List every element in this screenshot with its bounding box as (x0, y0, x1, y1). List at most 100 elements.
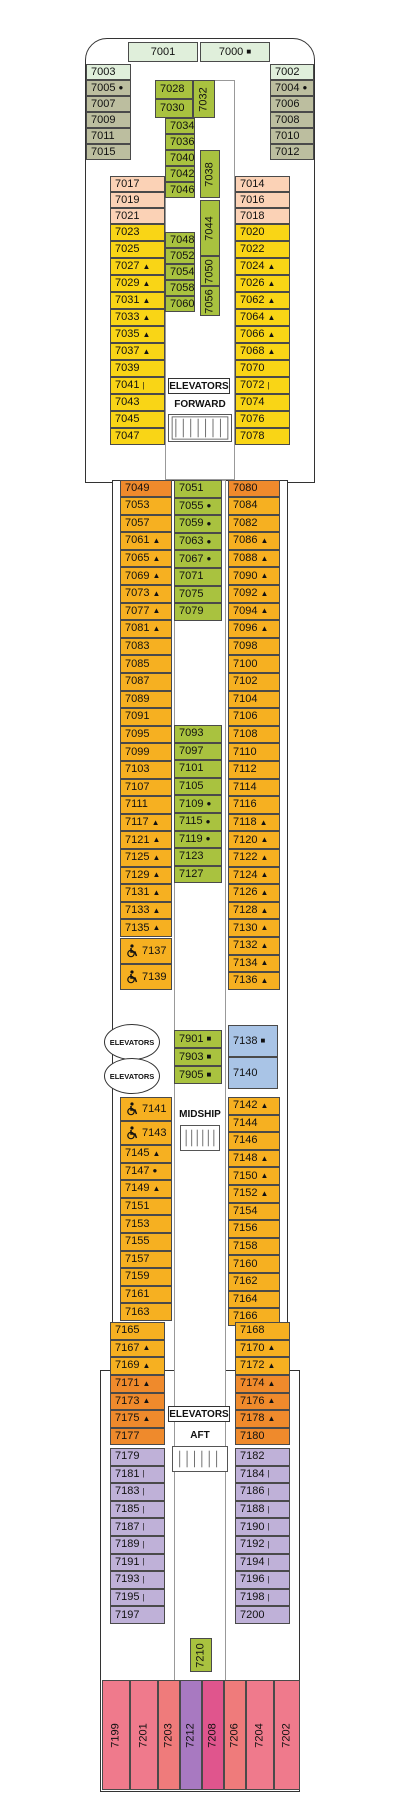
cabin-7121[interactable]: 7121▲ (120, 831, 172, 849)
cabin-7197[interactable]: 7197 (110, 1606, 165, 1624)
cabin-7174[interactable]: 7174▲ (235, 1375, 290, 1393)
cabin-7033[interactable]: 7033▲ (110, 309, 165, 326)
cabin-7053[interactable]: 7053 (120, 497, 172, 515)
cabin-7049[interactable]: 7049 (120, 480, 172, 497)
cabin-7130[interactable]: 7130▲ (228, 919, 280, 937)
cabin-7173[interactable]: 7173▲ (110, 1392, 165, 1411)
cabin-7133[interactable]: 7133▲ (120, 901, 172, 920)
cabin-7129[interactable]: 7129▲ (120, 866, 172, 885)
cabin-7146[interactable]: 7146 (228, 1132, 280, 1150)
cabin-7167[interactable]: 7167▲ (110, 1339, 165, 1358)
cabin-7102[interactable]: 7102 (228, 673, 280, 691)
cabin-7212[interactable]: 7212 (180, 1680, 202, 1790)
cabin-7000[interactable]: 7000■ (200, 42, 270, 62)
cabin-7105[interactable]: 7105 (174, 777, 222, 796)
cabin-7040[interactable]: 7040 (165, 150, 195, 166)
cabin-7059[interactable]: 7059● (174, 515, 222, 533)
cabin-7084[interactable]: 7084 (228, 497, 280, 515)
cabin-7058[interactable]: 7058 (165, 280, 195, 296)
cabin-7095[interactable]: 7095 (120, 725, 172, 744)
cabin-7110[interactable]: 7110 (228, 743, 280, 761)
cabin-7163[interactable]: 7163 (120, 1303, 172, 1321)
cabin-7002[interactable]: 7002 (270, 64, 314, 80)
cabin-7092[interactable]: 7092▲ (228, 585, 280, 603)
cabin-7054[interactable]: 7054 (165, 264, 195, 280)
cabin-7195[interactable]: 7195| (110, 1588, 165, 1607)
cabin-7069[interactable]: 7069▲ (120, 567, 172, 585)
cabin-7081[interactable]: 7081▲ (120, 620, 172, 638)
cabin-7029[interactable]: 7029▲ (110, 275, 165, 292)
cabin-7156[interactable]: 7156 (228, 1220, 280, 1238)
cabin-7066[interactable]: 7066▲ (235, 326, 290, 343)
cabin-7018[interactable]: 7018 (235, 208, 290, 224)
cabin-7140[interactable]: 7140 (228, 1057, 278, 1089)
cabin-7025[interactable]: 7025 (110, 241, 165, 258)
cabin-7089[interactable]: 7089 (120, 690, 172, 709)
cabin-7135[interactable]: 7135▲ (120, 919, 172, 937)
cabin-7143[interactable]: 7143 (120, 1121, 172, 1145)
cabin-7155[interactable]: 7155 (120, 1233, 172, 1251)
cabin-7056[interactable]: 7056 (200, 286, 220, 316)
cabin-7030[interactable]: 7030 (155, 99, 193, 118)
cabin-7183[interactable]: 7183| (110, 1483, 165, 1501)
cabin-7157[interactable]: 7157 (120, 1250, 172, 1269)
cabin-7017[interactable]: 7017 (110, 176, 165, 192)
cabin-7124[interactable]: 7124▲ (228, 866, 280, 885)
cabin-7202[interactable]: 7202 (274, 1680, 300, 1790)
cabin-7116[interactable]: 7116 (228, 796, 280, 814)
cabin-7055[interactable]: 7055● (174, 497, 222, 516)
cabin-7145[interactable]: 7145▲ (120, 1145, 172, 1163)
cabin-7184[interactable]: 7184| (235, 1465, 290, 1484)
cabin-7115[interactable]: 7115● (174, 813, 222, 831)
cabin-7181[interactable]: 7181| (110, 1465, 165, 1484)
cabin-7093[interactable]: 7093 (174, 725, 222, 743)
cabin-7150[interactable]: 7150▲ (228, 1167, 280, 1185)
cabin-7031[interactable]: 7031▲ (110, 292, 165, 309)
cabin-7192[interactable]: 7192| (235, 1536, 290, 1554)
cabin-7198[interactable]: 7198| (235, 1588, 290, 1607)
cabin-7063[interactable]: 7063● (174, 532, 222, 551)
cabin-7186[interactable]: 7186| (235, 1483, 290, 1501)
cabin-7050[interactable]: 7050 (200, 256, 220, 286)
cabin-7051[interactable]: 7051 (174, 480, 222, 498)
cabin-7067[interactable]: 7067● (174, 550, 222, 568)
cabin-7903[interactable]: 7903■ (174, 1048, 222, 1066)
cabin-7044[interactable]: 7044 (200, 200, 220, 256)
cabin-7122[interactable]: 7122▲ (228, 849, 280, 867)
cabin-7073[interactable]: 7073▲ (120, 585, 172, 603)
cabin-7082[interactable]: 7082 (228, 514, 280, 533)
cabin-7118[interactable]: 7118▲ (228, 813, 280, 832)
cabin-7034[interactable]: 7034 (165, 118, 195, 134)
cabin-7196[interactable]: 7196| (235, 1571, 290, 1589)
cabin-7158[interactable]: 7158 (228, 1237, 280, 1256)
cabin-7144[interactable]: 7144 (228, 1114, 280, 1133)
cabin-7164[interactable]: 7164 (228, 1290, 280, 1309)
cabin-7204[interactable]: 7204 (246, 1680, 274, 1790)
cabin-7188[interactable]: 7188| (235, 1500, 290, 1519)
cabin-7036[interactable]: 7036 (165, 134, 195, 150)
cabin-7014[interactable]: 7014 (235, 176, 290, 192)
cabin-7117[interactable]: 7117▲ (120, 813, 172, 832)
cabin-7177[interactable]: 7177 (110, 1427, 165, 1446)
cabin-7016[interactable]: 7016 (235, 192, 290, 208)
cabin-7104[interactable]: 7104 (228, 690, 280, 709)
cabin-7024[interactable]: 7024▲ (235, 258, 290, 275)
cabin-7172[interactable]: 7172▲ (235, 1357, 290, 1375)
cabin-7046[interactable]: 7046 (165, 182, 195, 198)
cabin-7112[interactable]: 7112 (228, 761, 280, 779)
cabin-7128[interactable]: 7128▲ (228, 901, 280, 920)
cabin-7043[interactable]: 7043 (110, 394, 165, 411)
cabin-7045[interactable]: 7045 (110, 411, 165, 428)
cabin-7072[interactable]: 7072| (235, 377, 290, 394)
cabin-7101[interactable]: 7101 (174, 760, 222, 778)
cabin-7028[interactable]: 7028 (155, 80, 193, 99)
cabin-7154[interactable]: 7154 (228, 1202, 280, 1221)
cabin-7178[interactable]: 7178▲ (235, 1410, 290, 1428)
cabin-7047[interactable]: 7047 (110, 428, 165, 445)
cabin-7080[interactable]: 7080 (228, 480, 280, 497)
cabin-7147[interactable]: 7147● (120, 1162, 172, 1181)
cabin-7020[interactable]: 7020 (235, 224, 290, 241)
cabin-7107[interactable]: 7107 (120, 778, 172, 797)
cabin-7097[interactable]: 7097 (174, 742, 222, 761)
cabin-7061[interactable]: 7061▲ (120, 532, 172, 550)
